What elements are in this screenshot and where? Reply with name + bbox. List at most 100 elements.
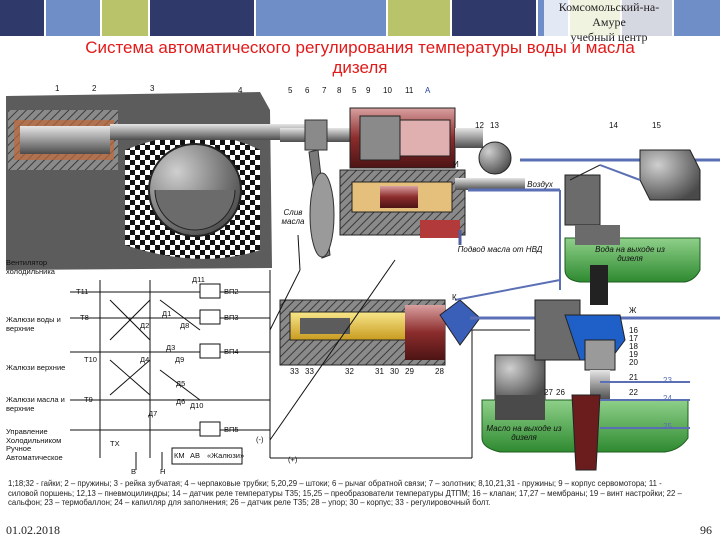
stem-20 — [590, 370, 610, 400]
part-number: 11 — [405, 86, 414, 95]
top-shutters-label: Жалюзи верхние — [6, 363, 66, 372]
av-label: АВ — [190, 451, 201, 460]
header-bar — [388, 0, 450, 36]
part-number: 2 — [92, 84, 97, 93]
thermostat-label: Т11 — [76, 287, 89, 296]
relay-label: ВП5 — [224, 425, 239, 434]
diode-label: Д7 — [148, 409, 158, 418]
part-number: 1 — [55, 84, 60, 93]
part-number: 4 — [238, 86, 243, 95]
oil-feed-label: Подвод масла от НВД — [457, 245, 543, 254]
part-number: 32 — [345, 367, 354, 376]
scoop-tube — [154, 189, 236, 231]
control-mode-label: Управление Холодильником Ручное Автомати… — [6, 427, 63, 462]
header-bar — [150, 0, 254, 36]
header-bar — [674, 0, 720, 36]
toothed-rack — [110, 124, 310, 140]
thermostat-label: Т8 — [80, 313, 89, 322]
spool-rod — [455, 178, 525, 190]
diode-label: Д3 — [166, 343, 176, 352]
header-bar — [102, 0, 148, 36]
adjusting-screw — [300, 318, 350, 334]
main-shaft — [20, 126, 110, 154]
part-number: 33 — [290, 367, 299, 376]
temp-relay-14 — [564, 174, 601, 226]
header-bar — [0, 0, 44, 36]
part-number: 26 — [556, 388, 565, 397]
title-line-1: Система автоматического регулирования те… — [85, 38, 635, 57]
part-number: 33 — [305, 367, 314, 376]
oil-out-label: Масло на выходе из дизеля — [486, 424, 562, 442]
training-center-header: Комсомольский-на-Амуре учебный центр — [544, 0, 674, 45]
part-number: 12 — [475, 121, 484, 130]
relay-vp5 — [199, 421, 221, 437]
letter-k: К — [452, 293, 457, 302]
header-bar — [46, 0, 100, 36]
diode-label: Д6 — [176, 397, 186, 406]
part-number: 18 — [629, 342, 638, 351]
bellows — [584, 339, 616, 371]
part-number: 13 — [490, 121, 499, 130]
letter-v: В — [131, 467, 137, 476]
fan-label: Вентилятор холодильника — [6, 258, 55, 276]
part-number: 22 — [629, 388, 638, 397]
control-circuit — [70, 234, 530, 459]
part-number: 19 — [629, 350, 638, 359]
letter-n: Н — [160, 467, 166, 476]
shutters-switch — [171, 447, 243, 465]
membrane-chamber — [405, 305, 445, 360]
page-number: 96 — [700, 523, 712, 537]
header-bar — [452, 0, 536, 36]
relay-label: ВП2 — [224, 287, 239, 296]
header-center: учебный центр — [544, 30, 674, 45]
letter-zh: Ж — [629, 306, 637, 315]
part-number: 7 — [322, 86, 327, 95]
part-number: 5 — [288, 86, 293, 95]
km-label: КМ — [174, 451, 185, 460]
diode-label: Д10 — [190, 401, 204, 410]
membrane-27 — [439, 299, 481, 346]
shutters-switch-label: «Жалюзи» — [207, 451, 245, 460]
sensor-26 — [494, 354, 546, 401]
oil-sensor-mount — [495, 395, 545, 420]
spool-land — [380, 186, 418, 208]
water-out-label: Вода на выходе из дизеля — [595, 245, 665, 263]
part-number: 15 — [652, 121, 661, 130]
diode-label: Д11 — [192, 275, 205, 284]
part-number: 23 — [663, 376, 672, 385]
oil-shutters-label: Жалюзи масла и верхние — [6, 395, 65, 413]
thermostat-label: Т10 — [84, 355, 97, 364]
relay-label: ВП3 — [224, 313, 239, 322]
page-title: Система автоматического регулирования те… — [60, 38, 660, 78]
signal-line-upper — [454, 279, 561, 301]
relay-lever — [569, 164, 601, 181]
part-number: 28 — [435, 367, 444, 376]
tx-label: ТХ — [110, 439, 120, 448]
plus-label: (+) — [288, 455, 298, 464]
water-sensor-mount — [575, 225, 620, 245]
letter-i: И — [453, 160, 459, 169]
minus-label: (-) — [256, 435, 264, 444]
header-bar — [256, 0, 386, 36]
oil-drain-label: Слив масла — [281, 208, 305, 226]
part-number: 10 — [383, 86, 392, 95]
part-number: 16 — [629, 326, 638, 335]
part-number: 14 — [609, 121, 618, 130]
part-number: 20 — [629, 358, 638, 367]
part-number: 5 — [352, 86, 357, 95]
thermobulb-23 — [571, 394, 601, 471]
part-number: 31 — [375, 367, 384, 376]
part-number: 27 — [544, 388, 553, 397]
relay-vp2 — [199, 283, 221, 299]
relay-vp3 — [199, 309, 221, 325]
relay-wire — [599, 164, 641, 181]
diode-label: Д5 — [176, 379, 186, 388]
parts-legend: 1;18;32 - гайки; 2 – пружины; 3 - рейка … — [8, 479, 682, 508]
title-line-2: дизеля — [332, 58, 388, 77]
relay-label: ВП4 — [224, 347, 239, 356]
part-number: 9 — [366, 86, 371, 95]
feedback-lever-hub — [304, 119, 328, 151]
diode-label: Д2 — [140, 321, 150, 330]
part-number: 6 — [305, 86, 310, 95]
pneumo-rod — [455, 128, 483, 148]
